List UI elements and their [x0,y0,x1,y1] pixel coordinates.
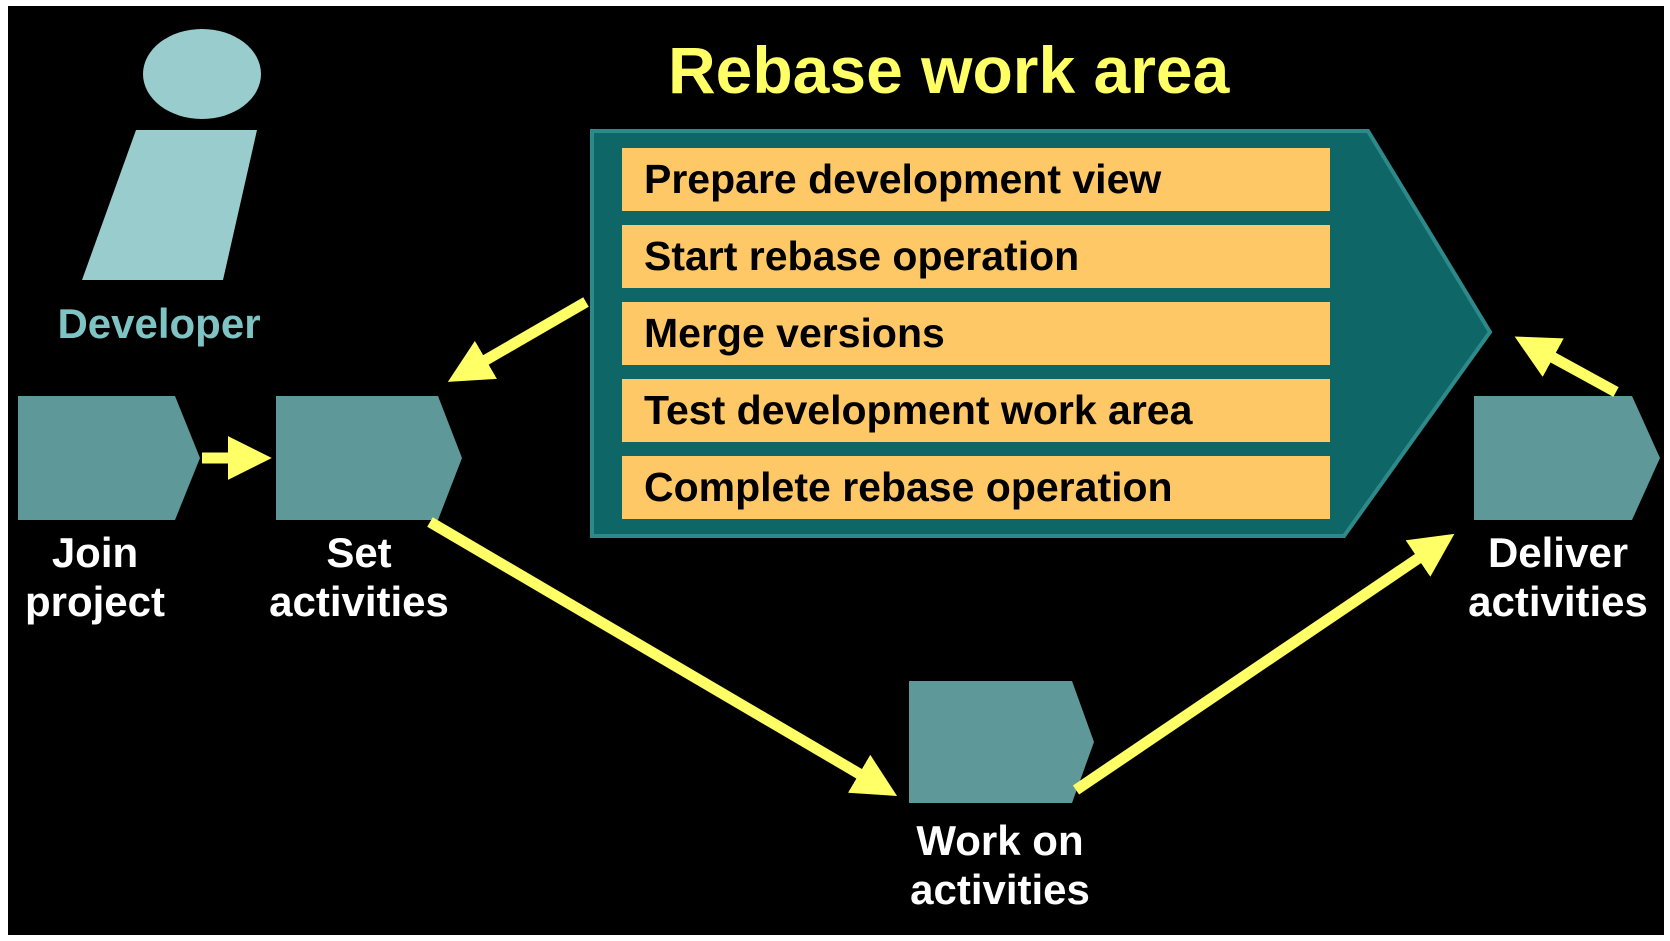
developer-icon [82,29,261,280]
arrow-work-to-deliver [1072,533,1455,795]
label-work-on-activities: Work on activities [910,817,1090,913]
rebase-step: Complete rebase operation [622,456,1330,519]
node-set-activities [276,396,462,520]
label-join-project: Join project [24,529,166,625]
arrow-deliver-to-rebase [1514,336,1619,397]
node-work-on-activities [909,681,1094,803]
node-deliver-activities [1474,396,1660,520]
diagram-title: Rebase work area [668,33,1230,107]
arrow-rebase-to-set [447,297,589,382]
label-deliver-activities: Deliver activities [1468,529,1648,625]
rebase-step: Prepare development view [622,148,1330,211]
developer-label: Developer [57,300,261,347]
arrow-set-to-work [427,517,898,797]
label-set-activities: Set activities [269,529,449,625]
rebase-step: Start rebase operation [622,225,1330,288]
rebase-step: Merge versions [622,302,1330,365]
node-join-project [18,396,200,520]
rebase-step-list: Prepare development view Start rebase op… [622,148,1330,519]
rebase-step: Test development work area [622,379,1330,442]
